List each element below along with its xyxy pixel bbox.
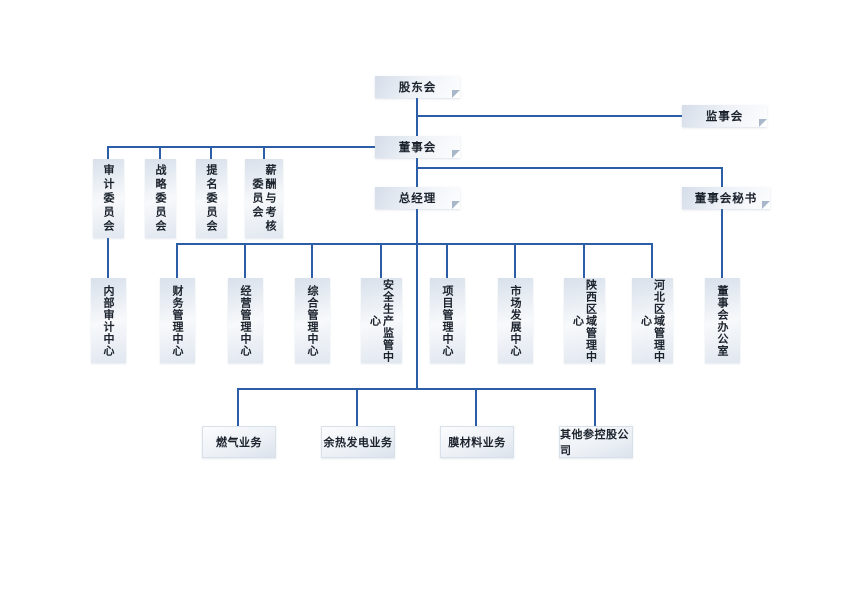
connector-drop-waste-heat xyxy=(356,388,358,426)
connector-supervisory-branch xyxy=(416,115,682,117)
node-label-line: 内部审计中心 xyxy=(102,284,115,357)
node-label-line: 河北区域管理中 xyxy=(652,278,666,363)
connector-drop-shaanxi xyxy=(583,243,585,278)
node-label: 内部审计中心 xyxy=(102,278,115,363)
node-shareholders-meeting: 股东会 xyxy=(375,76,460,98)
connector-shareholders-board xyxy=(416,98,418,136)
node-label-line: 财务管理中心 xyxy=(171,284,184,357)
node-internal-audit-center: 内部审计中心 xyxy=(91,278,126,363)
node-label-line: 战略委员会 xyxy=(154,163,167,234)
node-gas-business: 燃气业务 xyxy=(202,426,276,458)
connector-drop-audit-committee xyxy=(107,146,109,159)
node-label-line: 董事会办公室 xyxy=(716,284,729,357)
connector-drop-general-mgmt xyxy=(311,243,313,278)
node-label: 膜材料业务 xyxy=(448,436,506,449)
node-finance-management-center: 财务管理中心 xyxy=(160,278,195,363)
node-market-development-center: 市场发展中心 xyxy=(498,278,533,363)
connector-drop-safety xyxy=(380,243,382,278)
connector-drop-market xyxy=(514,243,516,278)
node-label: 河北区域管理中心 xyxy=(640,278,666,363)
node-general-manager: 总经理 xyxy=(375,187,460,209)
node-project-management-center: 项目管理中心 xyxy=(430,278,465,363)
node-other-holding-companies: 其他参控股公司 xyxy=(559,426,633,458)
node-label-line: 心 xyxy=(639,314,653,327)
node-label: 陕西区域管理中心 xyxy=(572,278,598,363)
connector-drop-nomination-committee xyxy=(210,146,212,159)
connector-drop-finance xyxy=(176,243,178,278)
node-label: 董事会办公室 xyxy=(716,278,729,363)
connector-drop-other-holdings xyxy=(594,388,596,426)
connector-board-gm xyxy=(416,158,418,187)
node-label: 股东会 xyxy=(398,80,437,94)
connector-business-bus xyxy=(237,388,596,390)
node-label: 项目管理中心 xyxy=(441,278,454,363)
node-hebei-region-management-center: 河北区域管理中心 xyxy=(632,278,673,363)
node-remuneration-appraisal-committee: 薪酬与考核委员会 xyxy=(245,159,283,238)
node-label: 审计委员会 xyxy=(102,159,115,238)
node-label-line: 综合管理中心 xyxy=(306,284,319,357)
node-audit-committee: 审计委员会 xyxy=(93,159,124,238)
node-label-line: 陕西区域管理中 xyxy=(584,278,598,363)
node-label: 安全生产监管中心 xyxy=(369,278,395,363)
node-general-management-center: 综合管理中心 xyxy=(295,278,330,363)
connector-drop-operations xyxy=(244,243,246,278)
node-label: 提名委员会 xyxy=(205,159,218,238)
node-board-of-directors: 董事会 xyxy=(375,136,460,158)
node-label: 燃气业务 xyxy=(216,436,262,449)
node-safety-production-supervision-center: 安全生产监管中心 xyxy=(361,278,402,363)
node-nomination-committee: 提名委员会 xyxy=(196,159,227,238)
node-board-secretary: 董事会秘书 xyxy=(682,187,770,209)
node-label-line: 审计委员会 xyxy=(102,163,115,234)
connector-drop-secretary xyxy=(721,167,723,187)
node-label: 余热发电业务 xyxy=(323,436,393,449)
connector-drop-hebei xyxy=(651,243,653,278)
connector-drop-strategy-committee xyxy=(159,146,161,159)
node-label: 战略委员会 xyxy=(154,159,167,238)
node-label-line: 心 xyxy=(571,314,585,327)
node-label-line: 项目管理中心 xyxy=(441,284,454,357)
node-label-line: 提名委员会 xyxy=(205,163,218,234)
node-membrane-material-business: 膜材料业务 xyxy=(440,426,514,458)
connector-drop-project xyxy=(446,243,448,278)
node-label: 市场发展中心 xyxy=(509,278,522,363)
node-label-line: 委员会 xyxy=(251,177,264,220)
node-strategy-committee: 战略委员会 xyxy=(145,159,176,238)
node-shaanxi-region-management-center: 陕西区域管理中心 xyxy=(564,278,605,363)
node-label: 经营管理中心 xyxy=(239,278,252,363)
node-label-line: 安全生产监管中 xyxy=(381,278,395,363)
node-label: 综合管理中心 xyxy=(306,278,319,363)
node-label: 财务管理中心 xyxy=(171,278,184,363)
node-label: 监事会 xyxy=(705,109,744,123)
node-label: 总经理 xyxy=(398,191,437,205)
node-label: 董事会 xyxy=(398,140,437,154)
connector-drop-gas xyxy=(237,388,239,426)
connector-secretary-board-office xyxy=(721,209,723,279)
connector-secretary-branch xyxy=(416,167,723,169)
node-supervisory-board: 监事会 xyxy=(682,105,767,127)
node-label-line: 经营管理中心 xyxy=(239,284,252,357)
node-label: 董事会秘书 xyxy=(694,191,758,205)
connector-audit-internal-audit xyxy=(107,238,109,278)
node-waste-heat-power-business: 余热发电业务 xyxy=(321,426,395,458)
connector-gm-trunk xyxy=(416,209,418,389)
connector-committee-bus xyxy=(107,146,376,148)
node-label-line: 市场发展中心 xyxy=(509,284,522,357)
node-label-line: 薪酬与考核 xyxy=(264,163,277,234)
connector-department-bus xyxy=(176,243,653,245)
node-label: 薪酬与考核委员会 xyxy=(251,159,277,238)
node-board-office: 董事会办公室 xyxy=(705,278,740,363)
connector-drop-membrane xyxy=(475,388,477,426)
connector-drop-remuneration-committee xyxy=(263,146,265,159)
node-label: 其他参控股公司 xyxy=(560,428,629,457)
node-label-line: 心 xyxy=(368,314,382,327)
node-operations-management-center: 经营管理中心 xyxy=(228,278,263,363)
